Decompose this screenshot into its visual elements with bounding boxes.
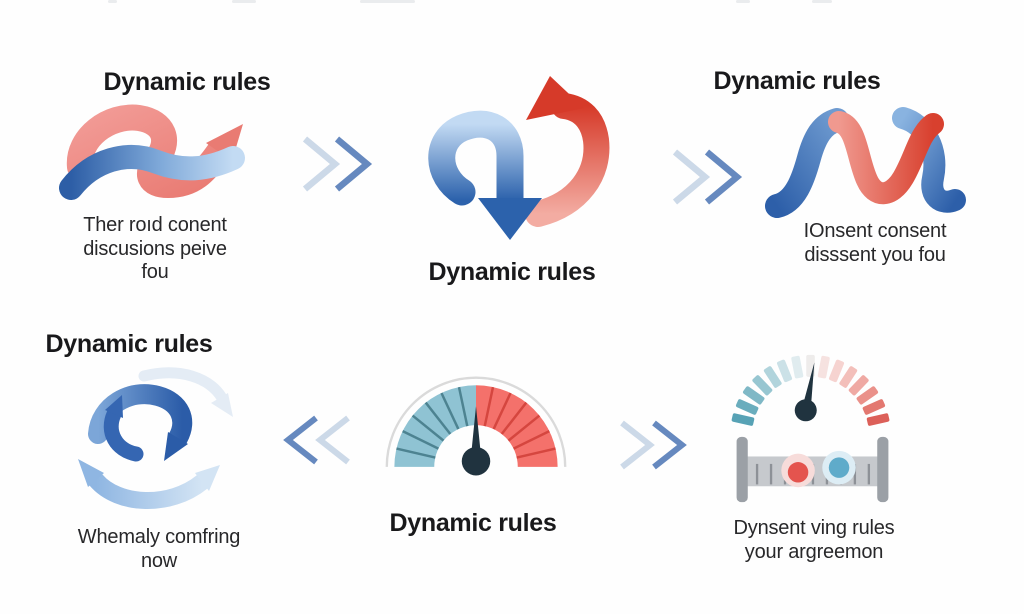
panel-caption: Dynsent ving rules your argreemon xyxy=(708,517,920,564)
caption-line: Whemaly comfring xyxy=(77,526,241,548)
slider-left-post xyxy=(736,436,748,503)
ribbon-m-icon xyxy=(757,98,969,223)
blue-knob xyxy=(822,450,856,485)
panel-title: Dynamic rules xyxy=(45,330,213,358)
gauge-red-dividers xyxy=(483,386,556,459)
panel-caption: Whemaly comfring now xyxy=(54,526,264,573)
top-edge-artifact xyxy=(108,0,117,3)
panel-title: Dynamic rules xyxy=(389,509,557,537)
double-chevron-right-icon xyxy=(617,419,687,471)
gauge-ticks-icon xyxy=(722,351,900,439)
slider-right-post xyxy=(877,436,889,503)
ghost-arc-arrow xyxy=(138,367,233,417)
gauge-teal-dividers xyxy=(396,386,469,459)
crescent-arrow xyxy=(78,459,220,509)
red-up-arrow xyxy=(525,76,610,227)
top-edge-artifact xyxy=(360,0,415,3)
top-edge-artifact xyxy=(736,0,750,3)
caption-line: disssent you fou xyxy=(804,243,946,266)
gauge-outer-arc xyxy=(385,376,567,467)
double-chevron-right-icon xyxy=(669,147,747,207)
caption-line: IOnsent consent xyxy=(803,220,947,242)
panel-caption: Ther roıd conent discusions peive fou xyxy=(50,214,260,285)
up-down-swap-arrows-icon xyxy=(402,72,617,252)
caption-line: now xyxy=(140,549,178,572)
top-edge-artifact xyxy=(812,0,832,3)
blue-ribbon-left xyxy=(765,108,849,218)
gauge-red-half xyxy=(476,385,558,467)
caption-line: Dynsent ving rules xyxy=(733,517,895,539)
blue-wave xyxy=(59,145,245,200)
dark-swirl-arrow xyxy=(88,384,193,462)
gauge-teal-half xyxy=(394,385,476,467)
caption-line: fou xyxy=(141,261,169,283)
red-ribbon xyxy=(828,111,944,205)
panel-title: Dynamic rules xyxy=(713,67,881,95)
double-chevron-left-icon xyxy=(283,414,353,466)
slider-with-knobs-icon xyxy=(731,433,894,506)
cycle-arrows-icon xyxy=(52,362,237,524)
blue-down-arrow xyxy=(428,110,542,240)
wave-swap-arrows-icon xyxy=(55,102,280,212)
top-edge-artifact xyxy=(232,0,256,3)
caption-line: your argreemon xyxy=(744,540,884,563)
gauge-needle xyxy=(461,406,491,476)
double-chevron-right-icon xyxy=(299,134,377,194)
caption-line: Ther roıd conent xyxy=(83,214,227,236)
panel-caption: IOnsent consent disssent you fou xyxy=(770,220,980,267)
panel-title: Dynamic rules xyxy=(103,68,271,96)
red-knob xyxy=(781,453,815,488)
gauge-needle xyxy=(794,362,817,422)
caption-line: discusions peive xyxy=(83,237,227,260)
panel-title: Dynamic rules xyxy=(428,258,596,286)
gauge-icon xyxy=(381,372,571,484)
gauge-tick-arc xyxy=(731,354,890,426)
